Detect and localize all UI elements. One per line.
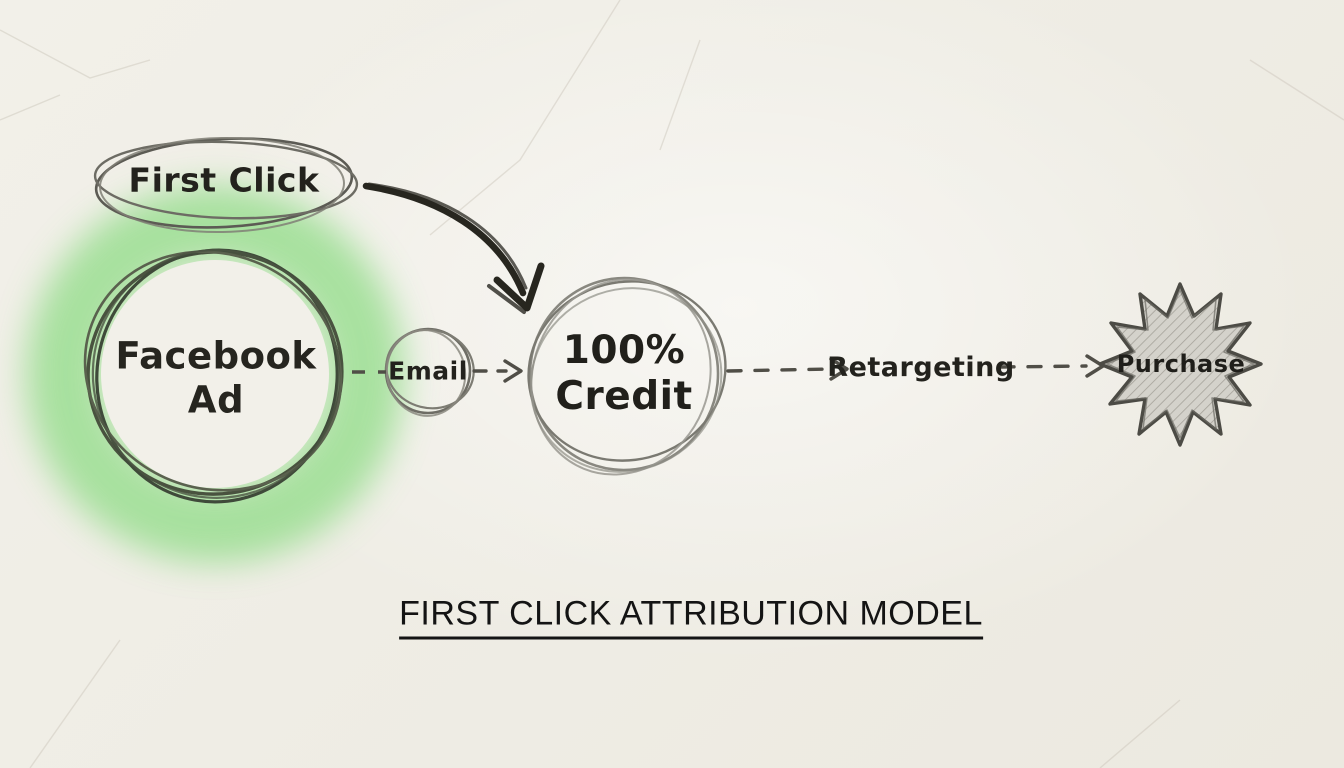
arrowhead-icon bbox=[829, 357, 849, 381]
connector-retargeting-purchase bbox=[999, 354, 1105, 378]
first-click-oval bbox=[93, 136, 359, 234]
credit-label-line2: Credit bbox=[555, 374, 693, 419]
facebook-circle-fill bbox=[101, 260, 329, 488]
facebook-ad-label-line2: Ad bbox=[187, 378, 245, 421]
purchase-label: Purchase bbox=[1116, 349, 1246, 378]
facebook-ad-label: Facebook Ad bbox=[115, 334, 316, 421]
credit-label-line1: 100% bbox=[562, 327, 686, 373]
facebook-ad-label-line1: Facebook bbox=[115, 334, 317, 378]
connector-email-credit bbox=[472, 359, 523, 383]
credit-circle bbox=[527, 276, 727, 476]
highlight-glow bbox=[26, 185, 404, 563]
email-label: Email bbox=[388, 356, 468, 386]
arrowhead-icon bbox=[503, 359, 523, 383]
retargeting-label: Retargeting bbox=[827, 352, 1015, 384]
connector-credit-retargeting bbox=[726, 357, 849, 381]
diagram-title: FIRST CLICK ATTRIBUTION MODEL bbox=[399, 595, 983, 640]
credit-label: 100% Credit bbox=[555, 328, 692, 420]
purchase-starburst bbox=[1098, 282, 1263, 447]
facebook-ad-circle bbox=[83, 248, 344, 504]
curved-arrow-icon bbox=[362, 182, 545, 314]
first-click-label: First Click bbox=[128, 160, 320, 200]
